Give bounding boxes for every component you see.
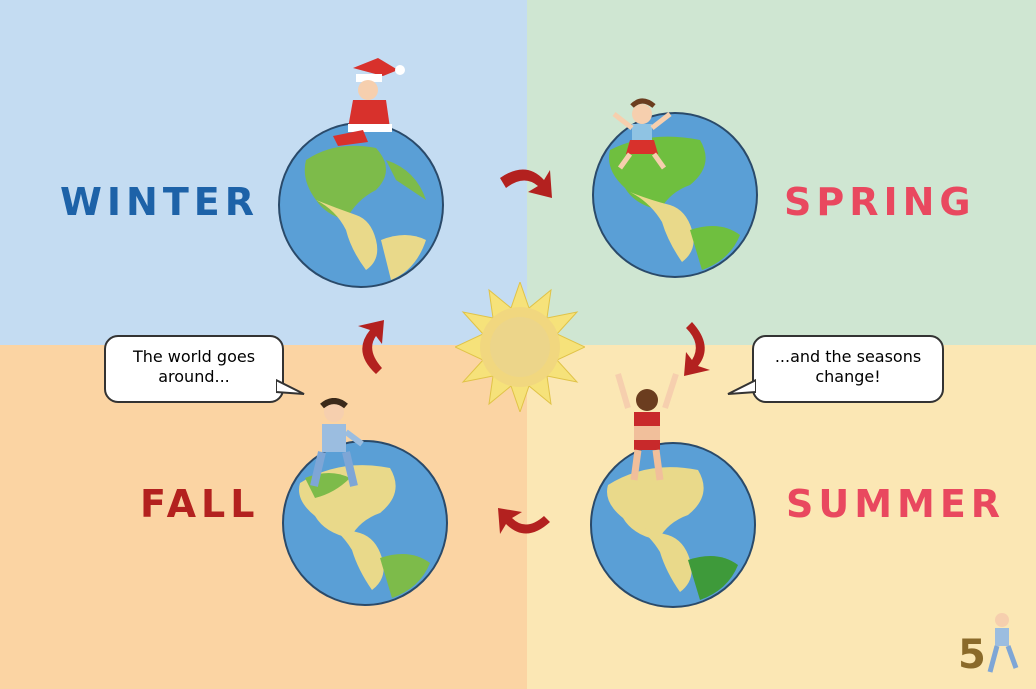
fall-label: FALL xyxy=(140,482,260,526)
arrow-fall-to-winter-icon xyxy=(336,318,396,378)
fall-child-icon xyxy=(300,398,370,493)
speech-bubble-right-tail xyxy=(726,378,756,398)
summer-globe-icon xyxy=(588,440,758,610)
summer-label: SUMMER xyxy=(786,482,1006,526)
winter-globe-icon xyxy=(276,120,446,290)
arrow-spring-to-summer-icon xyxy=(674,318,734,378)
fall-globe-icon xyxy=(280,438,450,608)
spring-label: SPRING xyxy=(784,180,976,224)
speech-bubble-right: ...and the seasons change! xyxy=(752,335,944,403)
winter-santa-child-icon xyxy=(328,58,408,148)
sun-icon xyxy=(455,282,585,412)
spring-child-icon xyxy=(602,94,682,174)
page-number-child-icon xyxy=(982,608,1022,678)
winter-quadrant xyxy=(0,0,527,345)
speech-bubble-left-tail xyxy=(276,378,306,398)
arrow-summer-to-fall-icon xyxy=(494,494,554,554)
winter-label: WINTER xyxy=(60,180,259,224)
page-number: 5 xyxy=(958,632,986,678)
arrow-winter-to-spring-icon xyxy=(496,160,556,220)
speech-bubble-left: The world goes around... xyxy=(104,335,284,403)
summer-child-icon xyxy=(610,368,685,483)
